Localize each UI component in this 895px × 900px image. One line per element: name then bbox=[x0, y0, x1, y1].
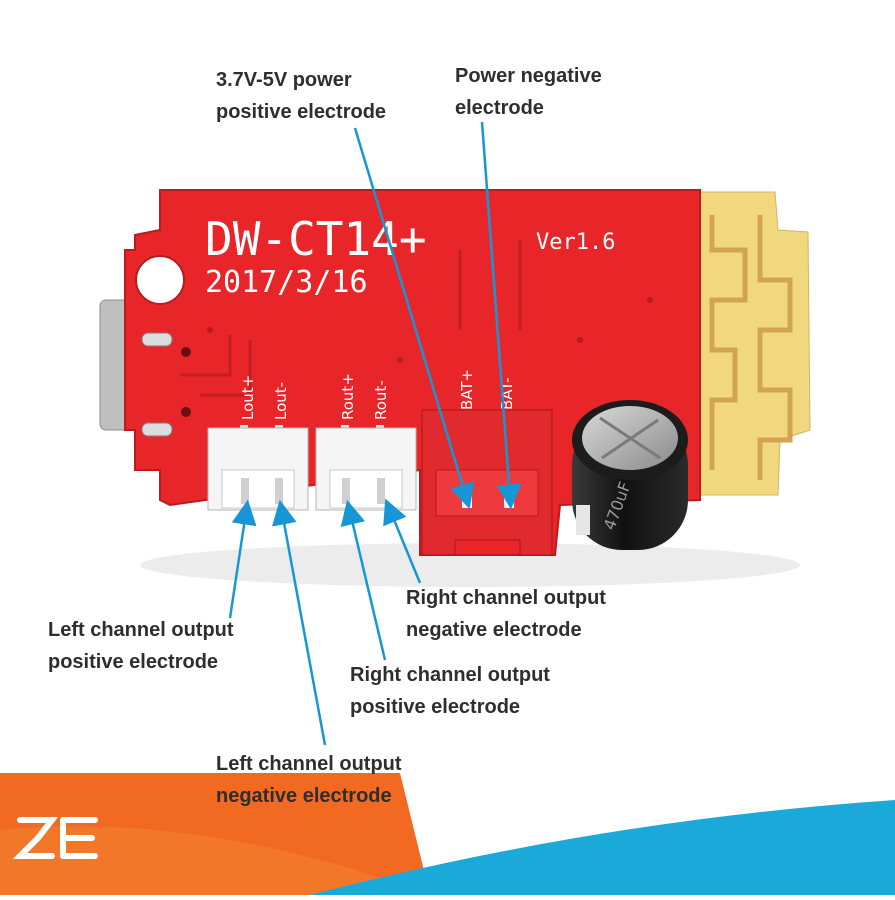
arrow-right-negative bbox=[383, 498, 422, 584]
pin-label-bat-plus: BAT+ bbox=[458, 369, 476, 410]
pin-label-lout-minus: Lout- bbox=[272, 382, 290, 420]
label-power-negative: Power negative electrode bbox=[455, 65, 602, 119]
board-version: Ver1.6 bbox=[536, 230, 615, 255]
battery-connector bbox=[421, 409, 553, 556]
antenna bbox=[689, 191, 811, 496]
arrow-left-negative bbox=[271, 499, 327, 746]
brand-logo-icon bbox=[12, 817, 98, 859]
mounting-hole bbox=[135, 255, 185, 305]
board-date: 2017/3/16 bbox=[205, 265, 368, 300]
arrow-power-negative bbox=[480, 121, 522, 510]
pad-top bbox=[141, 332, 173, 347]
label-left-channel-positive: Left channel output positive electrode bbox=[48, 619, 234, 673]
label-power-positive: 3.7V-5V power positive electrode bbox=[216, 69, 387, 123]
banner-blue bbox=[310, 800, 895, 895]
arrow-right-positive bbox=[340, 499, 387, 661]
capacitor: 470uF bbox=[572, 400, 688, 550]
arrow-power-positive bbox=[353, 127, 475, 509]
right-channel-connector bbox=[315, 427, 417, 511]
pin-label-rout-plus: Rout+ bbox=[339, 373, 357, 420]
label-left-channel-negative: Left channel output negative electrode bbox=[216, 753, 402, 807]
label-right-channel-positive: Right channel output positive electrode bbox=[350, 664, 550, 718]
brand-banner bbox=[0, 773, 895, 895]
arrow-left-positive bbox=[228, 499, 257, 619]
left-channel-connector bbox=[207, 427, 309, 511]
pin-label-lout-plus: Lout+ bbox=[239, 375, 257, 420]
pin-label-rout-minus: Rout- bbox=[372, 380, 390, 420]
label-right-channel-negative: Right channel output negative electrode bbox=[406, 587, 606, 641]
pad-bottom bbox=[141, 422, 173, 437]
annotation-arrows bbox=[228, 121, 522, 746]
board-shadow bbox=[140, 543, 800, 587]
